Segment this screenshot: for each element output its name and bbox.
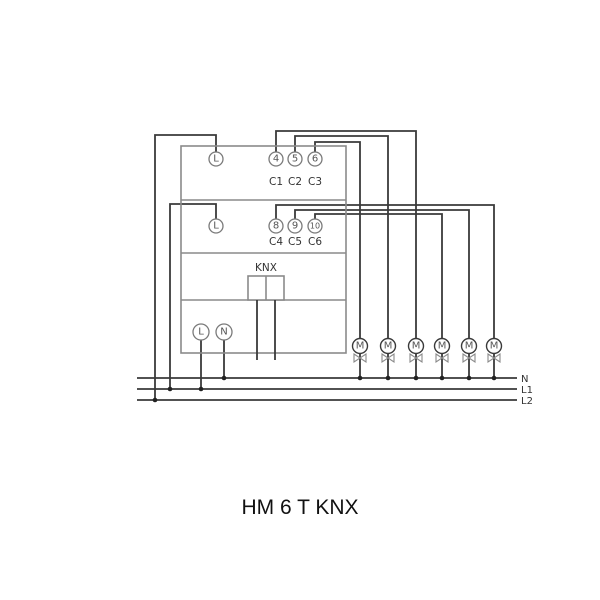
actuator-5: M	[460, 337, 478, 381]
knx-section: KNX	[247, 262, 285, 360]
channel-label-c2: C2	[288, 176, 302, 188]
motor-icon	[379, 337, 397, 355]
motor-icon	[485, 337, 503, 355]
svg-text:L: L	[198, 327, 204, 338]
module-bottom: L 8 9 10 C4 C5 C6	[208, 218, 323, 248]
channel-label-c3: C3	[308, 176, 322, 188]
actuator-3: M	[407, 337, 425, 381]
svg-text:L: L	[213, 154, 219, 165]
svg-text:9: 9	[292, 221, 298, 232]
housing-outline	[180, 145, 347, 354]
actuator-4: M	[433, 337, 451, 381]
wire-c4	[275, 204, 495, 340]
channel-label-c4: C4	[269, 236, 283, 248]
wire-c1	[275, 130, 417, 340]
motor-icon	[433, 337, 451, 355]
terminal-9	[287, 218, 303, 234]
wire-c5	[294, 209, 470, 340]
channel-label-c5: C5	[288, 236, 302, 248]
channel-label-c6: C6	[308, 236, 322, 248]
svg-text:4: 4	[273, 154, 279, 165]
supply-wire-bottom-l	[169, 203, 217, 389]
terminal-6	[307, 151, 323, 167]
terminal-l-top	[208, 151, 224, 167]
terminal-l-power	[192, 323, 210, 341]
channel-label-c1: C1	[269, 176, 283, 188]
wire-c3	[314, 141, 361, 340]
wire-c6	[314, 213, 443, 340]
supply-wires	[152, 134, 227, 403]
valve-icon	[353, 352, 367, 364]
module-top: L 4 5 6 C1 C2 C3	[208, 151, 323, 188]
knx-label: KNX	[255, 262, 277, 274]
channel-wires	[275, 130, 495, 340]
actuator-1: M	[351, 337, 369, 381]
svg-text:M: M	[438, 341, 447, 352]
bus-label-n: N	[521, 374, 528, 385]
supply-wire-top-l	[154, 134, 217, 400]
svg-text:6: 6	[312, 154, 318, 165]
bus-label-l2: L2	[521, 396, 533, 407]
valve-icon	[462, 352, 476, 364]
terminal-n-power	[215, 323, 233, 341]
valve-icon	[487, 352, 501, 364]
svg-text:5: 5	[292, 154, 298, 165]
power-section: L N	[192, 323, 233, 341]
svg-text:M: M	[412, 341, 421, 352]
terminal-5	[287, 151, 303, 167]
actuator-6: M	[485, 337, 503, 381]
terminal-10	[307, 218, 323, 234]
valve-icon	[435, 352, 449, 364]
motor-icon	[351, 337, 369, 355]
motor-icon	[407, 337, 425, 355]
svg-text:M: M	[490, 341, 499, 352]
terminal-l-bottom	[208, 218, 224, 234]
svg-text:M: M	[356, 341, 365, 352]
svg-text:L: L	[213, 221, 219, 232]
svg-text:10: 10	[310, 222, 320, 231]
terminal-8	[268, 218, 284, 234]
diagram-caption: HM 6 T KNX	[241, 496, 359, 519]
svg-text:8: 8	[273, 221, 279, 232]
valve-icon	[409, 352, 423, 364]
svg-text:N: N	[220, 327, 227, 338]
terminal-4	[268, 151, 284, 167]
wire-c2	[294, 135, 389, 340]
actuators: M M M M M	[351, 337, 503, 381]
svg-text:M: M	[465, 341, 474, 352]
valve-icon	[381, 352, 395, 364]
actuator-2: M	[379, 337, 397, 381]
bus-label-l1: L1	[521, 385, 533, 396]
motor-icon	[460, 337, 478, 355]
svg-text:M: M	[384, 341, 393, 352]
power-bus: N L1 L2	[137, 374, 533, 407]
